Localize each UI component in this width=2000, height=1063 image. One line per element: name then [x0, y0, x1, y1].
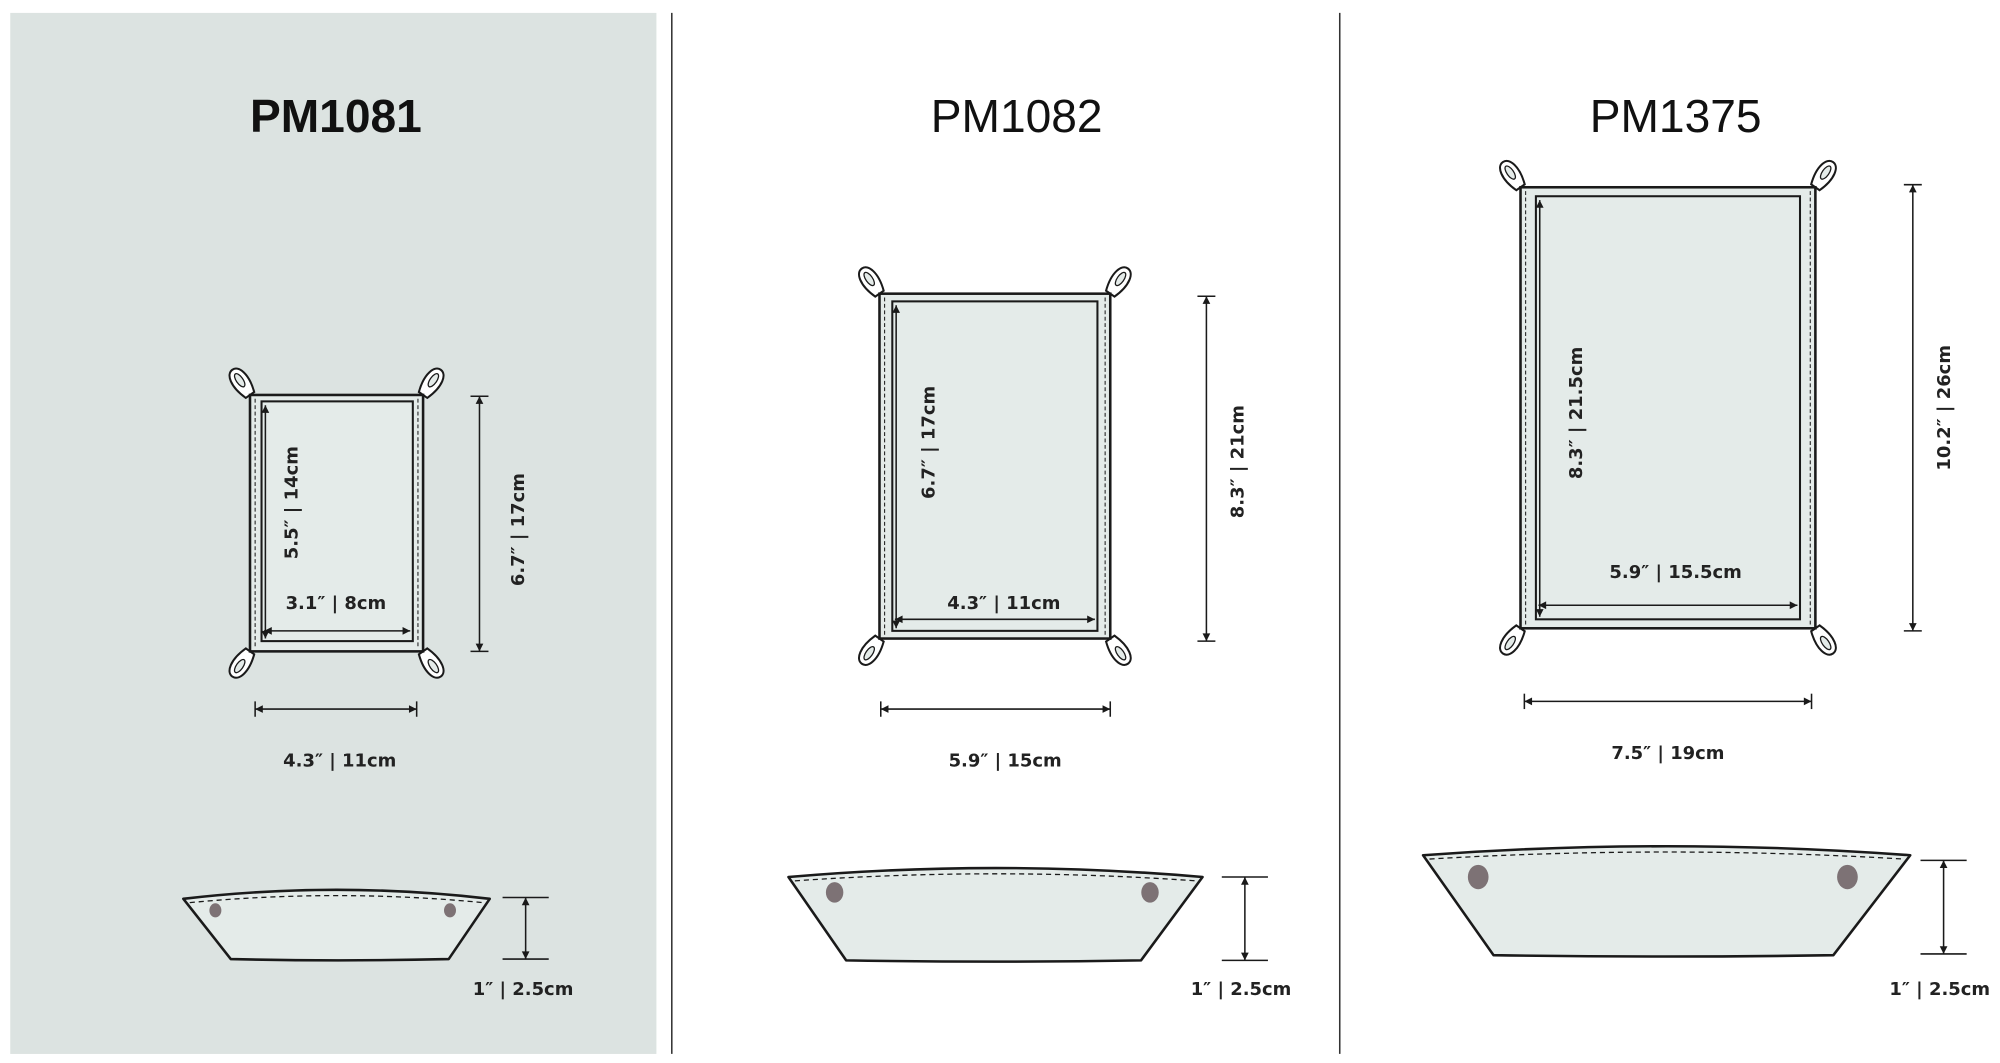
tray-top-view: 6.7″ | 17cm 4.3″ | 11cm 8.3″ | 21cm 5.9″ | …	[858, 266, 1248, 772]
product-pm1375: PM1375 8.3″ | 21.5cm 5.9″ | 15.5cm 10.2″ | …	[1421, 90, 1990, 1000]
tray-inner-base	[891, 300, 1099, 632]
corner-tab-icon	[858, 634, 885, 666]
tray-side-outline	[1421, 844, 1912, 958]
product-pm1082: PM1082 6.7″ | 17cm 4.3″ | 11cm 8.3″ | 21cm 5…	[787, 90, 1292, 1000]
tray-top-view: 8.3″ | 21.5cm 5.9″ | 15.5cm 10.2″ | 26cm 7.…	[1499, 159, 1955, 764]
product-title: PM1375	[1590, 90, 1762, 142]
tray-side-view: 1″ | 2.5cm	[1421, 844, 1990, 1000]
corner-tab-icon	[417, 647, 445, 679]
outer-width-label: 7.5″ | 19cm	[1611, 743, 1724, 764]
corner-tab-icon	[1810, 159, 1837, 192]
snap-button-icon	[1141, 882, 1159, 903]
depth-label: 1″ | 2.5cm	[473, 979, 574, 1000]
tray-top-view: 5.5″ | 14cm 3.1″ | 8cm 6.7″ | 17cm 4.3″ | 1…	[228, 367, 529, 772]
product-title: PM1081	[250, 90, 422, 142]
inner-height-label: 6.7″ | 17cm	[918, 386, 939, 499]
corner-tab-icon	[1499, 159, 1526, 192]
corner-tab-icon	[228, 367, 256, 400]
outer-height-label: 10.2″ | 26cm	[1934, 345, 1955, 471]
outer-height-label: 8.3″ | 21cm	[1227, 405, 1248, 518]
tray-inner-base	[1534, 195, 1802, 621]
tray-side-outline	[182, 888, 492, 962]
depth-label: 1″ | 2.5cm	[1191, 979, 1292, 1000]
tray-side-outline	[787, 866, 1204, 963]
product-pm1081: PM1081 5.5″ | 14cm 3.1″ | 8cm 6.7″ | 17cm 4.…	[182, 90, 574, 1000]
snap-button-icon	[444, 903, 456, 918]
depth-label: 1″ | 2.5cm	[1889, 979, 1990, 1000]
snap-button-icon	[825, 882, 844, 903]
snap-button-icon	[209, 903, 222, 918]
corner-tab-icon	[1104, 634, 1132, 666]
outer-width-label: 5.9″ | 15cm	[949, 751, 1062, 772]
snap-button-icon	[1837, 864, 1858, 890]
corner-tab-icon	[1499, 624, 1526, 656]
product-title: PM1082	[931, 90, 1103, 142]
inner-width-label: 3.1″ | 8cm	[286, 593, 387, 614]
stitching	[189, 894, 484, 904]
corner-tab-icon	[417, 367, 445, 400]
corner-tab-icon	[1104, 266, 1132, 298]
outer-width-label: 4.3″ | 11cm	[283, 751, 396, 772]
stitching	[794, 873, 1197, 882]
inner-width-label: 4.3″ | 11cm	[947, 593, 1060, 614]
tray-side-view: 1″ | 2.5cm	[182, 888, 574, 1000]
inner-width-label: 5.9″ | 15.5cm	[1609, 562, 1741, 583]
stitching	[1429, 851, 1904, 860]
corner-tab-icon	[858, 266, 885, 298]
inner-height-label: 5.5″ | 14cm	[281, 446, 302, 559]
tray-side-view: 1″ | 2.5cm	[787, 866, 1292, 1000]
corner-tab-icon	[228, 647, 256, 679]
snap-button-icon	[1467, 864, 1489, 890]
outer-height-label: 6.7″ | 17cm	[508, 473, 529, 586]
corner-tab-icon	[1810, 624, 1837, 656]
tray-inner-base	[260, 400, 414, 643]
inner-height-label: 8.3″ | 21.5cm	[1566, 347, 1587, 479]
